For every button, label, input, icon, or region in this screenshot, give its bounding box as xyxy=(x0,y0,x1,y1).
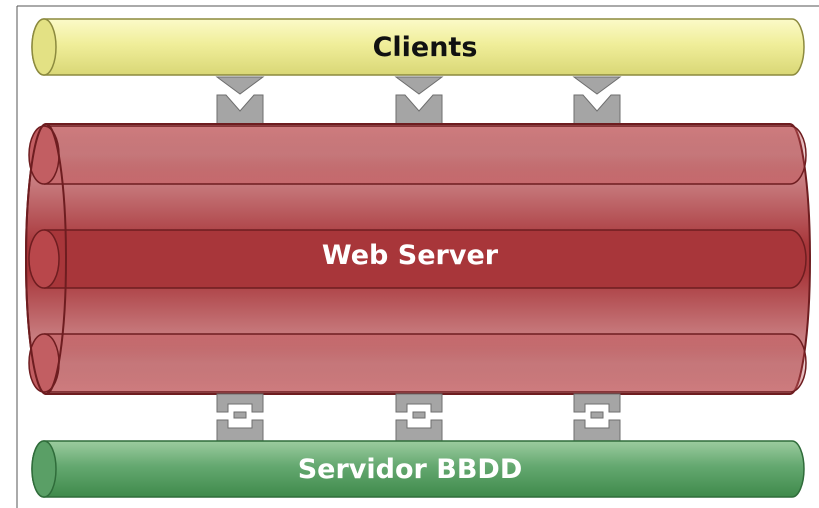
connector-top-3 xyxy=(572,76,622,125)
database-label: Servidor BBDD xyxy=(297,454,523,485)
web-server-inner-tube-bottom xyxy=(28,333,807,393)
clients-label: Clients xyxy=(372,32,478,63)
web-server-label: Web Server xyxy=(321,240,499,271)
database-cylinder xyxy=(31,440,805,498)
connector-top-2 xyxy=(394,76,444,125)
connector-top-1 xyxy=(215,76,265,125)
web-server-inner-tube-middle xyxy=(28,229,807,289)
connector-bottom-1 xyxy=(216,393,264,442)
web-server-inner-tube-top xyxy=(28,125,807,185)
connector-bottom-2 xyxy=(395,393,443,442)
web-server-cylinder xyxy=(25,123,811,395)
clients-cylinder xyxy=(31,18,805,76)
connector-bottom-3 xyxy=(573,393,621,442)
